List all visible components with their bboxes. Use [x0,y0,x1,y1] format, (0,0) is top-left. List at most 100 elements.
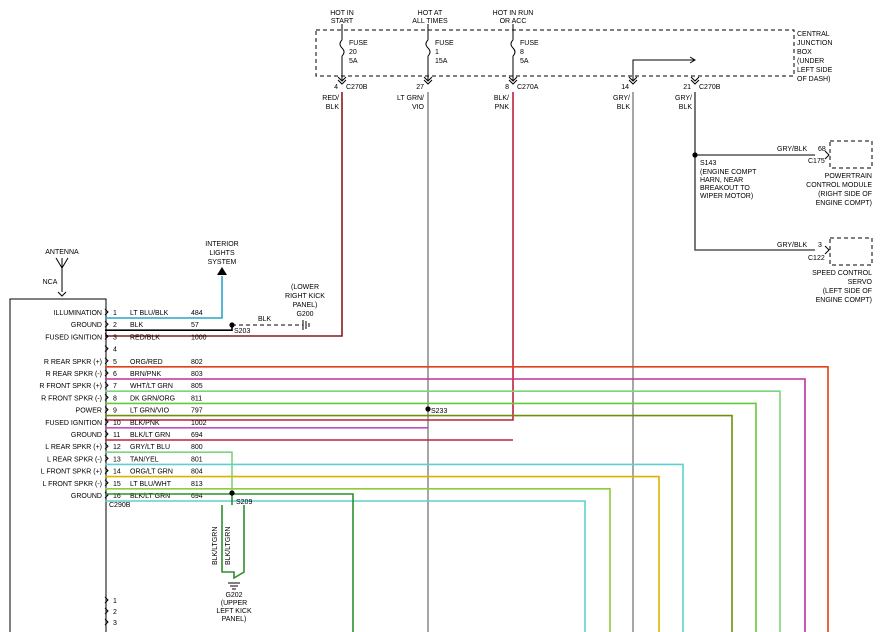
pcm-wire: GRY/BLK [777,146,808,153]
pcm-label-2: (RIGHT SIDE OF [818,191,872,198]
pin-chevron-icon [104,418,109,426]
radio-wire [105,378,806,632]
pin-chevron-icon [104,479,109,487]
interior-lights-label-2: SYSTEM [208,259,237,266]
powertrain-control-module: GRY/BLK 68 C175 POWERTRAIN CONTROL MODUL… [777,140,873,207]
s143-name: S143 [700,160,716,167]
pin-wire-color: BLK [130,322,144,329]
bus-connector: C270B [699,84,721,91]
pcm-label-0: POWERTRAIN [825,173,872,180]
pin-number: 6 [113,371,117,378]
pin-number: 9 [113,408,117,415]
pin-function: GROUND [71,493,102,500]
bus-pin-21: 21 [683,84,691,91]
pin-circuit: 800 [191,444,203,451]
radio-wire [105,414,733,632]
pin-circuit: 805 [191,383,203,390]
wire-blk-pnk [105,92,514,421]
pin-number: 11 [113,432,120,439]
wire-label-gry-blk-b-1: BLK [679,104,693,111]
g200-wire-label: BLK [258,316,272,323]
pin-number: 2 [113,322,117,329]
junction-box-label-5: OF DASH) [797,76,830,83]
radio-ground-wire [105,493,354,632]
splice-dot-s233 [425,406,431,412]
pin-circuit: 484 [191,310,203,317]
pin-chevron-icon [104,406,109,413]
g202-wire-label-1: BLK/LTGRN [225,527,232,565]
pin-chevron-icon [104,430,109,438]
junction-bus [632,59,695,80]
servo-label-2: (LEFT SIDE OF [823,288,872,295]
pin-function: L REAR SPKR (-) [47,456,102,463]
pin-wire-color: BLK/PNK [130,420,160,427]
junction-box-outline [315,29,795,77]
ground-icon [302,320,310,330]
g200-label-0: (LOWER [291,284,319,291]
pin-chevron-icon [104,308,109,316]
feed-3-label-1: OR ACC [500,18,527,25]
feed-1-label-0: HOT IN [330,10,354,17]
pcm-outline [829,140,873,169]
connector-chevrons [337,76,700,85]
servo-label-0: SPEED CONTROL [812,270,872,277]
pin-circuit: 811 [191,395,202,402]
antenna-icon [55,257,69,292]
fuse-20-symbol [339,39,345,57]
radio-wire [105,325,233,331]
fuse-20-label-1: 20 [349,49,357,56]
radio-wire [105,475,660,632]
radio-wire [105,463,684,632]
radio-connector: C290B [109,502,131,509]
arrow-up-icon [217,267,227,275]
servo-label-1: SERVO [848,279,873,286]
lower-pin-number: 3 [113,620,117,627]
pin-chevron-icon [104,381,109,389]
pin-wire-color: GRY/LT BLU [130,444,170,451]
servo-circuit: 3 [818,242,822,249]
pin-circuit: 804 [191,469,203,476]
antenna: ANTENNA NCA [43,249,79,297]
pin-function: R REAR SPKR (+) [44,359,102,366]
fuse-1-label-0: FUSE [435,40,454,47]
pin-function: L REAR SPKR (+) [45,444,102,451]
wire-label-gry-blk-a-1: BLK [617,104,631,111]
wire-label-blk-pnk-0: BLK/ [494,95,509,102]
junction-box-label-3: (UNDER [797,58,824,65]
pin-number: 5 [113,359,117,366]
pcm-chevron-icon [824,150,830,160]
pin-wire-color: BRN/PNK [130,371,161,378]
pin-wire-color: LT GRN/VIO [130,408,170,415]
pin-number: 1 [113,310,117,317]
s233-name: S233 [431,408,447,415]
wire-label-gry-blk-b-0: GRY/ [675,95,692,102]
fuse-1-label-1: 1 [435,49,439,56]
g200-label-1: RIGHT KICK [285,293,325,300]
wire-label-red-blk-1: BLK [326,104,340,111]
pin-number: 8 [113,395,117,402]
pin-circuit: 694 [191,432,203,439]
pin-number: 14 [113,469,121,476]
g202-label-0: (UPPER [221,600,247,607]
s209-name: S209 [236,499,252,506]
radio-pin-row: 4 [104,345,117,354]
servo-wire: GRY/BLK [777,242,808,249]
bus-arrow-icon [689,56,696,64]
fuse-20-label-0: FUSE [349,40,368,47]
pin-function: GROUND [71,322,102,329]
feed-1-label-1: START [331,18,354,25]
pin-wire-color: BLK/LT GRN [130,493,170,500]
radio-wire [105,451,233,493]
radio-wire [105,402,757,632]
servo-outline [829,237,873,266]
pin-function: ILLUMINATION [54,310,103,317]
pin-function: L FRONT SPKR (-) [42,481,102,488]
wire-label-ltgrn-vio-0: LT GRN/ [397,95,424,102]
central-junction-box: CENTRAL JUNCTION BOX (UNDER LEFT SIDE OF… [315,10,833,91]
feed-2-label-1: ALL TIMES [412,18,448,25]
